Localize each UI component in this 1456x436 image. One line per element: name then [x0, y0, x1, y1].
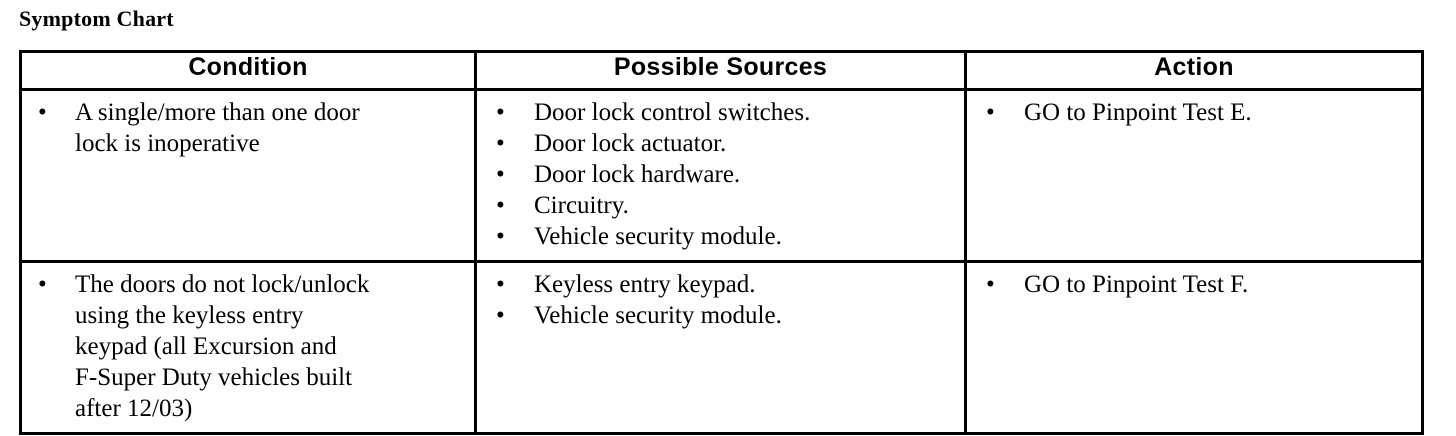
list-item: • GO to Pinpoint Test F. — [967, 269, 1415, 300]
list-item: • Door lock actuator. — [477, 128, 958, 159]
cell-content: • Door lock control switches. • Door loc… — [477, 91, 964, 260]
list-item: • Vehicle security module. — [477, 300, 958, 331]
bullet-icon: • — [496, 192, 505, 219]
cell-content: • GO to Pinpoint Test F. — [967, 263, 1421, 427]
list-item: • Door lock hardware. — [477, 159, 958, 190]
table-row: • A single/more than one door lock is in… — [19, 88, 1424, 263]
bullet-list-action: • GO to Pinpoint Test F. — [967, 269, 1415, 300]
page-title: Symptom Chart — [19, 6, 174, 31]
bullet-icon: • — [986, 271, 995, 298]
list-item: • Door lock control switches. — [477, 97, 958, 128]
cell-action: • GO to Pinpoint Test E. — [964, 88, 1424, 263]
list-item-text: Vehicle security module. — [534, 302, 782, 329]
bullet-icon: • — [496, 271, 505, 298]
list-item: • Keyless entry keypad. — [477, 269, 958, 300]
bullet-list-condition: • The doors do not lock/unlock using the… — [22, 269, 468, 424]
bullet-list-sources: • Keyless entry keypad. • Vehicle securi… — [477, 269, 958, 331]
list-item: • Circuitry. — [477, 190, 958, 221]
bullet-icon: • — [496, 302, 505, 329]
column-header-action: Action — [964, 50, 1424, 91]
bullet-icon: • — [496, 130, 505, 157]
list-item-text: Keyless entry keypad. — [534, 271, 756, 298]
bullet-list-action: • GO to Pinpoint Test E. — [967, 97, 1415, 128]
column-header-possible-sources: Possible Sources — [474, 50, 967, 91]
table-header-row: Condition Possible Sources Action — [19, 50, 1424, 91]
cell-condition: • The doors do not lock/unlock using the… — [19, 260, 477, 435]
cell-content: • Keyless entry keypad. • Vehicle securi… — [477, 263, 964, 427]
list-item-text: The doors do not lock/unlock using the k… — [75, 271, 370, 422]
column-header-condition: Condition — [19, 50, 477, 91]
list-item: • Vehicle security module. — [477, 221, 958, 252]
bullet-icon: • — [38, 99, 47, 126]
cell-condition: • A single/more than one door lock is in… — [19, 88, 477, 263]
cell-content: • A single/more than one door lock is in… — [22, 91, 474, 253]
bullet-list-condition: • A single/more than one door lock is in… — [22, 97, 468, 159]
bullet-icon: • — [986, 99, 995, 126]
list-item: • The doors do not lock/unlock using the… — [22, 269, 468, 424]
list-item-text: Door lock actuator. — [534, 130, 727, 157]
list-item-text: A single/more than one door lock is inop… — [75, 99, 360, 157]
cell-content: • GO to Pinpoint Test E. — [967, 91, 1421, 253]
list-item-text: GO to Pinpoint Test F. — [1024, 271, 1249, 298]
cell-content: • The doors do not lock/unlock using the… — [22, 263, 474, 432]
bullet-icon: • — [496, 223, 505, 250]
table-header: Condition Possible Sources Action — [19, 50, 1424, 91]
list-item-text: Circuitry. — [534, 192, 629, 219]
list-item: • A single/more than one door lock is in… — [22, 97, 468, 159]
list-item-text: Door lock control switches. — [534, 99, 811, 126]
list-item-text: GO to Pinpoint Test E. — [1024, 99, 1252, 126]
bullet-icon: • — [496, 99, 505, 126]
list-item: • GO to Pinpoint Test E. — [967, 97, 1415, 128]
cell-possible-sources: • Door lock control switches. • Door loc… — [474, 88, 967, 263]
cell-action: • GO to Pinpoint Test F. — [964, 260, 1424, 435]
bullet-icon: • — [496, 161, 505, 188]
symptom-chart-table: Condition Possible Sources Action • A si… — [19, 50, 1424, 435]
cell-possible-sources: • Keyless entry keypad. • Vehicle securi… — [474, 260, 967, 435]
table-body: • A single/more than one door lock is in… — [19, 88, 1424, 435]
list-item-text: Door lock hardware. — [534, 161, 741, 188]
bullet-list-sources: • Door lock control switches. • Door loc… — [477, 97, 958, 252]
table-row: • The doors do not lock/unlock using the… — [19, 260, 1424, 435]
list-item-text: Vehicle security module. — [534, 223, 782, 250]
bullet-icon: • — [38, 271, 47, 298]
